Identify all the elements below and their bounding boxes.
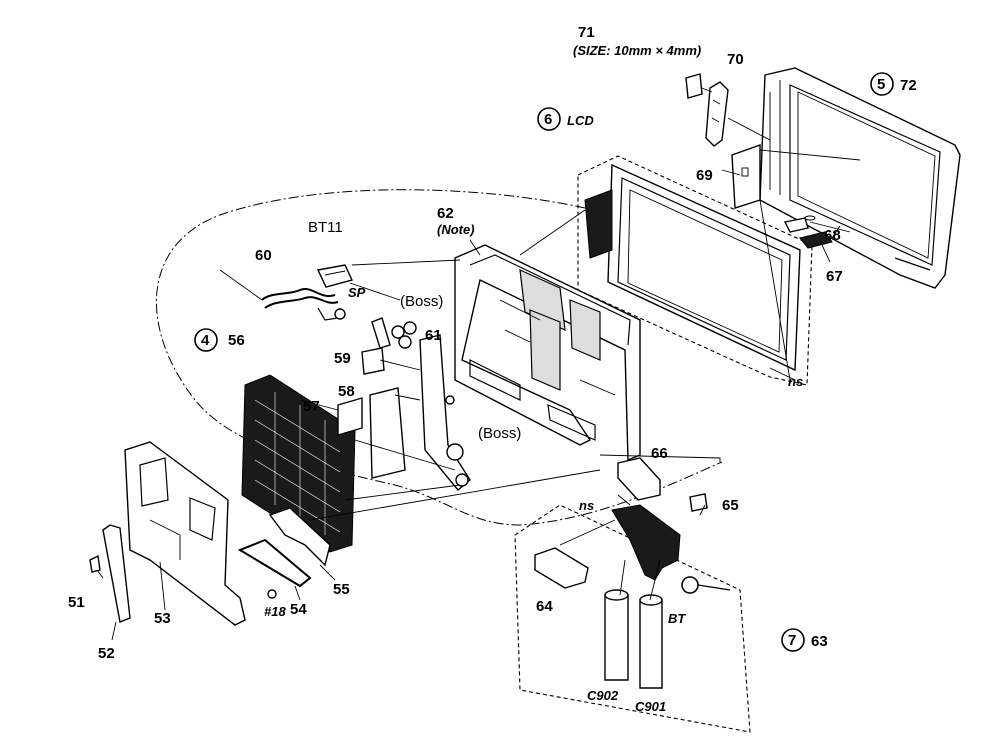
label-67: 67 [826, 268, 843, 285]
group-4-outline [155, 189, 723, 526]
label-boss-1: (Boss) [400, 293, 443, 310]
label-60: 60 [255, 247, 272, 264]
battery-bt [681, 576, 731, 594]
badge-text-4: 4 [201, 332, 210, 349]
part-59 [361, 347, 385, 375]
screw-18 [267, 589, 277, 599]
label-71: 71 [578, 24, 595, 41]
group-badge-7 [781, 628, 805, 652]
part-58 [369, 387, 406, 479]
bracket-53 [124, 441, 246, 626]
label-54: 54 [290, 601, 307, 618]
label-72: 72 [900, 77, 917, 94]
badge-text-7: 7 [788, 632, 796, 649]
bracket-61 [371, 317, 471, 491]
label-52: 52 [98, 645, 115, 662]
label-56: 56 [228, 332, 245, 349]
lcd-panel [584, 163, 801, 372]
main-chassis-62 [454, 244, 641, 462]
group-badge-6 [537, 107, 561, 131]
rear-cover-72 [759, 67, 961, 289]
group-7-box [514, 504, 751, 733]
part-70 [705, 81, 729, 147]
label-68-top: 68 [824, 227, 841, 244]
badge-text-6: 6 [544, 111, 552, 128]
label-57: 57 [303, 398, 320, 415]
label-53: 53 [154, 610, 171, 627]
part-64 [534, 547, 589, 589]
part-57 [337, 397, 363, 436]
capacitor-c901 [639, 594, 663, 689]
label-c902: C902 [587, 688, 619, 703]
group-badge-4 [194, 328, 218, 352]
capacitor-c902 [604, 589, 629, 681]
badge-text-5: 5 [877, 76, 885, 93]
label-69: 69 [696, 167, 713, 184]
label-bt: BT [668, 611, 686, 626]
part-52 [102, 524, 131, 623]
label-59: 59 [334, 350, 351, 367]
label-sp: SP [348, 285, 366, 300]
label-70: 70 [727, 51, 744, 68]
label-lcd: LCD [567, 113, 594, 128]
label-c901: C901 [635, 699, 666, 714]
label-63: 63 [811, 633, 828, 650]
label-58: 58 [338, 383, 355, 400]
part-68-67 [783, 215, 833, 249]
flex-60 [261, 287, 346, 321]
part-69 [731, 144, 761, 209]
label-ns-1: ns [788, 374, 803, 389]
label-boss-2: (Boss) [478, 425, 521, 442]
bt11-holder [316, 264, 353, 288]
label-ns-2: ns [579, 498, 594, 513]
label-61: 61 [425, 327, 442, 344]
main-board-56 [241, 374, 356, 553]
label-bt11: BT11 [308, 219, 343, 236]
label-51: 51 [68, 594, 85, 611]
hinge-assembly [611, 504, 681, 581]
leader-lines [96, 199, 796, 641]
part-51 [89, 554, 101, 573]
part-65 [689, 493, 708, 512]
part-71 [685, 73, 703, 99]
flex-55 [268, 507, 331, 567]
label-18: #18 [264, 604, 286, 619]
flex-54 [237, 538, 312, 588]
part-66 [617, 457, 661, 501]
label-66: 66 [651, 445, 668, 462]
label-64: 64 [536, 598, 553, 615]
label-65: 65 [722, 497, 739, 514]
label-55: 55 [333, 581, 350, 598]
group-badge-5 [870, 72, 894, 96]
label-note: (Note) [437, 222, 475, 237]
size-note: (SIZE: 10mm × 4mm) [573, 43, 701, 58]
leader-lines-top [701, 87, 861, 263]
label-62: 62 [437, 205, 454, 222]
